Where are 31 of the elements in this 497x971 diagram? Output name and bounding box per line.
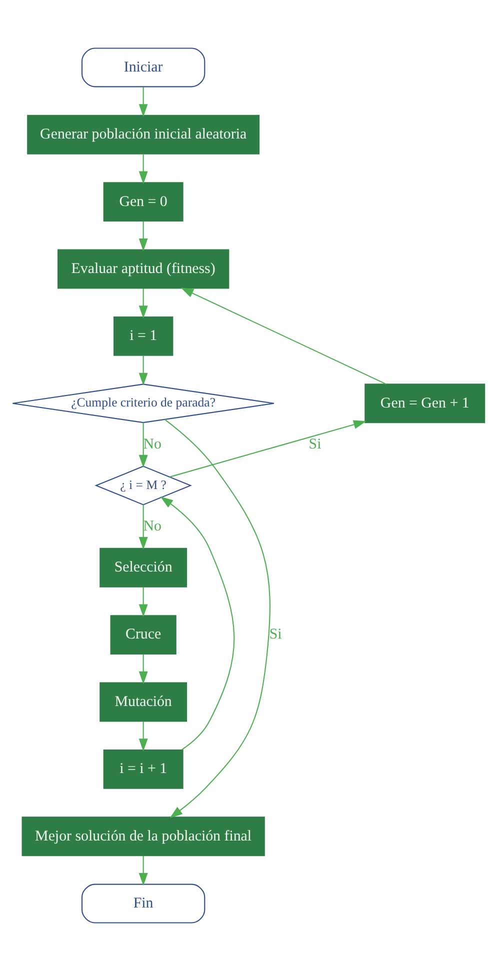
arrow [138, 288, 148, 318]
arrow [138, 87, 148, 117]
node-box: Gen = Gen + 1 [364, 384, 486, 424]
node-diamond: ¿ i = M ? [94, 466, 192, 506]
arrow [138, 422, 148, 468]
arrow [180, 288, 386, 385]
node-box: Evaluar aptitud (fitness) [57, 249, 230, 289]
arrow [138, 504, 148, 550]
arrow [138, 221, 148, 252]
arrow [138, 654, 148, 684]
node-box: Mutación [100, 682, 188, 722]
node-box: Mejor solución de la población final [22, 816, 265, 856]
arrow [164, 419, 270, 818]
arrow [138, 856, 148, 886]
arrow [138, 587, 148, 618]
node-box: Iniciar [81, 48, 206, 88]
node-diamond: ¿Cumple criterio de parada? [12, 384, 274, 424]
arrow [160, 496, 235, 750]
node-box: i = 1 [113, 316, 174, 356]
node-box: Selección [100, 548, 188, 588]
node-box: Fin [81, 884, 206, 924]
arrow [138, 356, 148, 386]
node-box: i = i + 1 [103, 749, 184, 789]
arrow [138, 722, 148, 752]
arrow [138, 154, 148, 184]
arrow [170, 420, 366, 478]
node-box: Cruce [110, 615, 176, 655]
edge-label: Si [269, 626, 282, 643]
node-box: Generar población inicial aleatoria [27, 114, 260, 154]
node-box: Gen = 0 [103, 182, 184, 222]
edge-label: Si [308, 436, 322, 452]
